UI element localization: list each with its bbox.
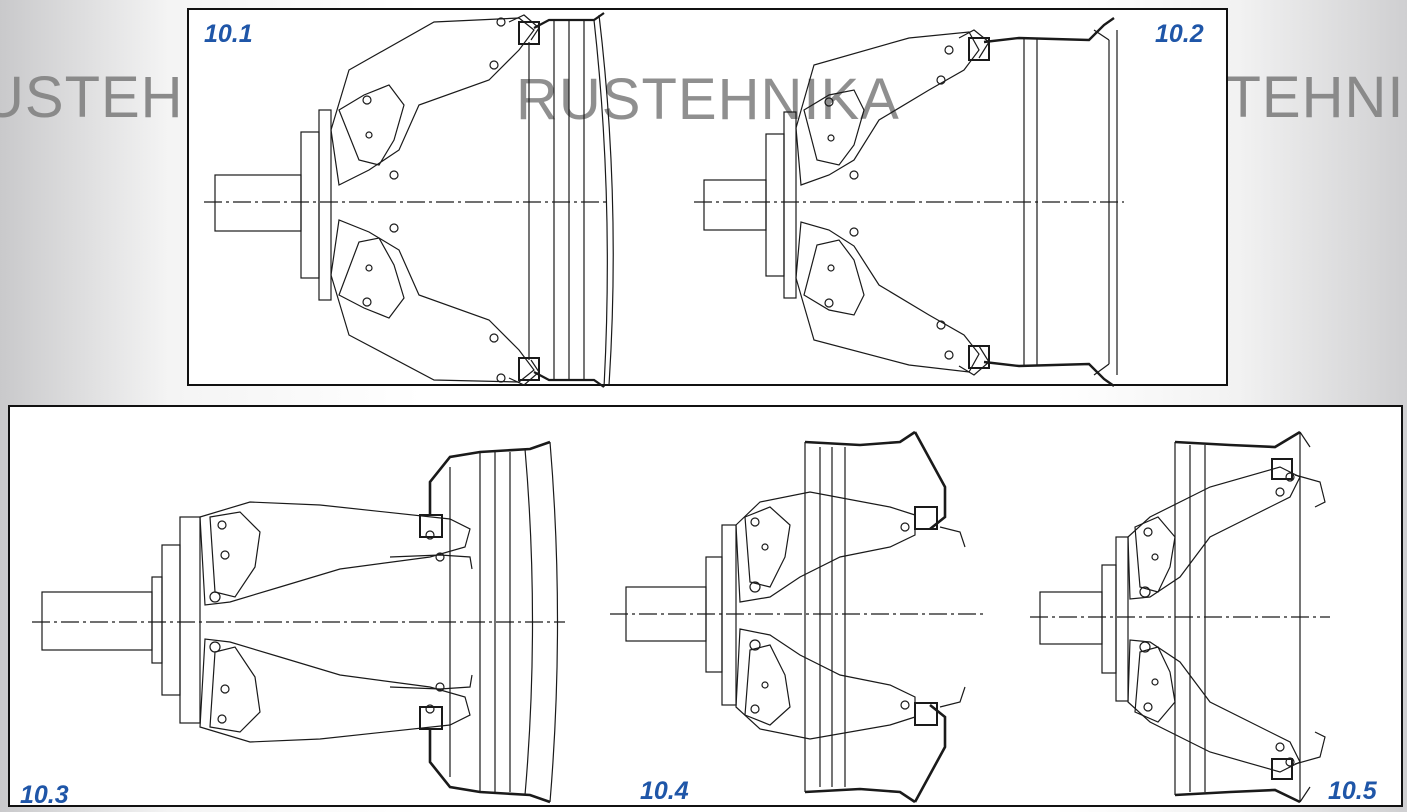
watermark-center: RUSTEHNIKA — [516, 67, 900, 132]
figure-10-3-drawing — [32, 440, 565, 804]
figure-label-10-4: 10.4 — [640, 777, 689, 805]
top-diagram-drawing — [204, 12, 1124, 388]
bottom-diagram-panel: 10.3 10.4 10.5 — [8, 405, 1403, 809]
figure-10-2-drawing — [694, 17, 1124, 387]
figure-label-10-1: 10.1 — [204, 20, 253, 48]
figure-label-10-3: 10.3 — [20, 781, 69, 809]
figure-10-4-drawing — [610, 430, 985, 804]
bottom-diagram-drawing — [32, 430, 1330, 804]
figure-10-1-drawing — [204, 12, 614, 388]
figure-10-5-drawing — [1030, 430, 1330, 804]
top-diagram-panel: RUSTEHNIKA — [187, 8, 1228, 388]
figure-label-10-2: 10.2 — [1155, 20, 1204, 48]
figure-label-10-5: 10.5 — [1328, 777, 1377, 805]
